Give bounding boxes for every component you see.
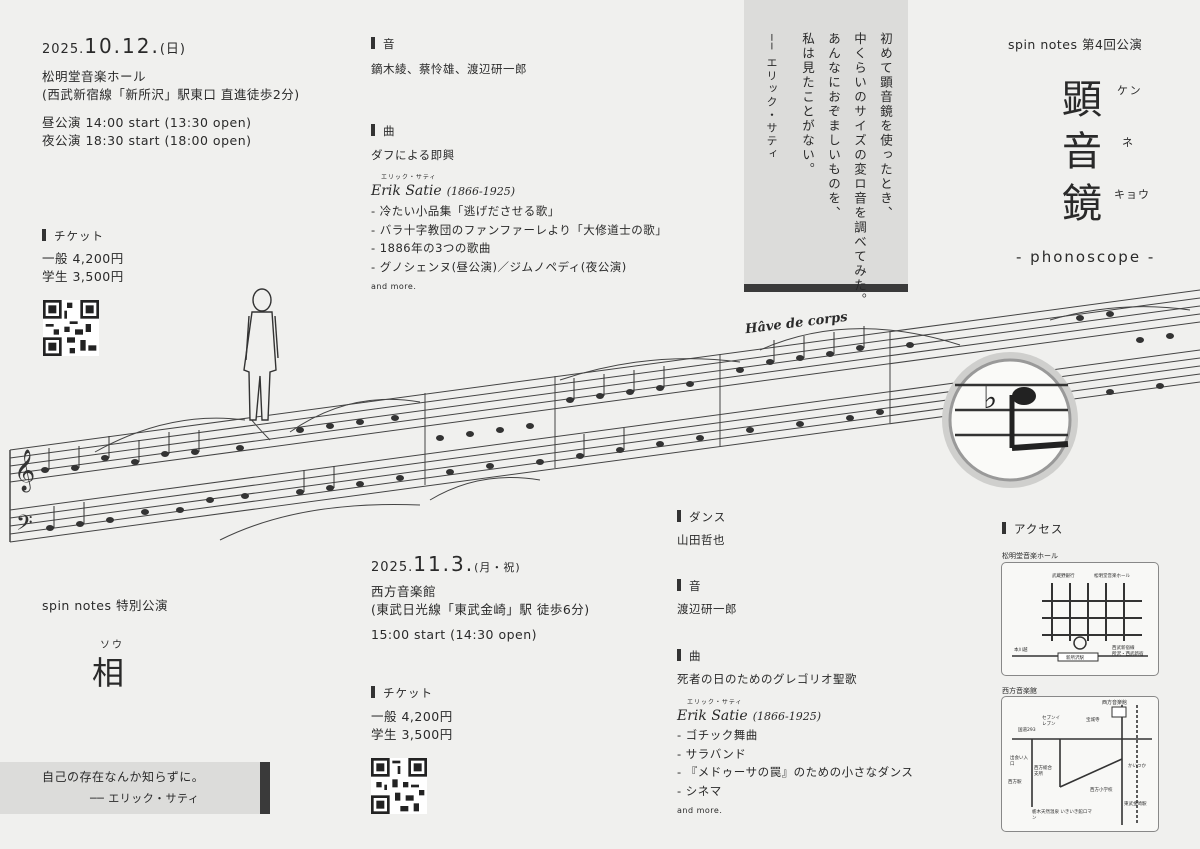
performance1-show-matinee: 昼公演 14:00 start (13:30 open) [42, 115, 252, 130]
program1-piece: - グノシェンヌ(昼公演)／ジムノペディ(夜公演) [371, 259, 627, 274]
quote-attribution: ── エリック・サティ [765, 34, 778, 161]
special-quote-box: 自己の存在なんか知らずに。 ── エリック・サティ [0, 762, 270, 814]
program2-performer: 渡辺研一郎 [677, 602, 737, 616]
program1-performers: 鏑木綾、蔡怜雄、渡辺研一郎 [371, 62, 527, 76]
program2-dancer: 山田哲也 [677, 533, 725, 547]
treble-staff [9, 289, 1200, 483]
performance2-venue-access: (東武日光線「東武金崎」駅 徒歩6分) [371, 602, 590, 617]
performance1-venue: 松明堂音楽ホール [42, 69, 147, 84]
performance1-show-evening: 夜公演 18:30 start (18:00 open) [42, 133, 252, 148]
special-quote: 自己の存在なんか知らずに。 [42, 770, 205, 784]
map1-title: 松明堂音楽ホール [1002, 552, 1058, 560]
performance1-ticket-general: 一般 4,200円 [42, 251, 124, 266]
program1-piece: - 1886年の3つの歌曲 [371, 241, 491, 255]
performance1-date: 2025.10.12.(日) [42, 34, 186, 58]
program1-more: and more. [371, 282, 417, 291]
main-title: 顕 ケン 音 ネ 鏡 キョウ [1062, 77, 1150, 227]
special-series: spin notes 特別公演 [42, 598, 168, 613]
standing-man-illustration [243, 288, 279, 421]
map2-nishikata-hall[interactable]: 西方音楽館 セブンイレブン 国道293 出会い入口 宝城寺 西方総合支所 西方小… [1001, 696, 1159, 832]
bass-notes [46, 383, 1164, 531]
access-heading: アクセス [1002, 521, 1063, 537]
map2-title: 西方音楽館 [1002, 687, 1037, 695]
subtitle: - phonoscope - [1016, 248, 1156, 266]
program2-piece: - シネマ [677, 783, 722, 798]
program1-composer: Erik Satie (1866-1925) [371, 183, 516, 199]
program2-piece-list: - ゴチック舞曲 - サラバンド - 『メドゥーサの罠』のための小さなダンス -… [677, 726, 913, 800]
program2-piece: - サラバンド [677, 746, 747, 761]
performance1-qr-code[interactable] [43, 300, 99, 356]
performance1-ticket-student: 学生 3,500円 [42, 269, 124, 284]
program2-piece: - ゴチック舞曲 [677, 728, 758, 742]
program2-more: and more. [677, 806, 723, 815]
program1-piece-list: - 冷たい小品集「逃げださせる歌」 - バラ十字教団のファンファーレより「大修道… [371, 202, 667, 276]
performance2-show: 15:00 start (14:30 open) [371, 627, 538, 642]
program1-sound-heading: 音 [371, 36, 396, 52]
performance1-venue-access: (西武新宿線「新所沢」駅東口 直進徒歩2分) [42, 87, 300, 102]
program2-piece: - 『メドゥーサの罠』のための小さなダンス [677, 765, 914, 779]
program1-piece: - バラ十字教団のファンファーレより「大修道士の歌」 [371, 222, 668, 237]
special-title: 相 [92, 654, 125, 692]
performance2-date: 2025.11.3.(月・祝) [371, 552, 521, 576]
program1-music-heading: 曲 [371, 123, 396, 139]
performance2-qr-code[interactable] [371, 758, 427, 814]
program2-composer-ruby: エリック・サティ [687, 699, 743, 706]
treble-notes [41, 311, 1174, 473]
map1-graphic [1012, 583, 1148, 662]
treble-clef-icon: 𝄞 [14, 449, 35, 492]
program1-composer-ruby: エリック・サティ [381, 174, 437, 181]
quote-text: 初めて顕音鏡を使ったとき、中くらいのサイズの変ロ音を調べてみた。あんなにおぞまし… [800, 32, 893, 308]
performance1-ticket-heading: チケット [42, 228, 104, 244]
program2-dance-heading: ダンス [677, 509, 726, 525]
svg-text:♭: ♭ [983, 381, 997, 416]
magnifier-lens-illustration: ♭ [942, 352, 1078, 488]
special-title-ruby: ソウ [100, 640, 124, 651]
program2-music-heading: 曲 [677, 648, 702, 664]
performance2-ticket-heading: チケット [371, 685, 433, 701]
program2-sound-heading: 音 [677, 578, 702, 594]
bass-clef-icon: 𝄢 [16, 511, 33, 541]
program1-piece: - 冷たい小品集「逃げださせる歌」 [371, 204, 560, 218]
program2-composer: Erik Satie (1866-1925) [677, 708, 822, 724]
program2-piece-title: 死者の日のためのグレゴリオ聖歌 [677, 672, 857, 686]
quote-box: 初めて顕音鏡を使ったとき、中くらいのサイズの変ロ音を調べてみた。あんなにおぞまし… [744, 0, 908, 308]
map2-graphic [1012, 705, 1152, 825]
performance2-venue: 西方音楽館 [371, 584, 437, 599]
performance2-ticket-general: 一般 4,200円 [371, 709, 453, 724]
special-quote-attribution: ── エリック・サティ [90, 792, 200, 805]
series-title: spin notes 第4回公演 [1008, 37, 1143, 52]
map1-sholmeido-hall[interactable]: 武蔵野銀行 松明堂音楽ホール 本川越 西武新宿線 所沢・西武新宿 新所沢駅 [1001, 562, 1159, 676]
performance2-ticket-student: 学生 3,500円 [371, 727, 453, 742]
program1-improv: ダフによる即興 [371, 148, 455, 162]
